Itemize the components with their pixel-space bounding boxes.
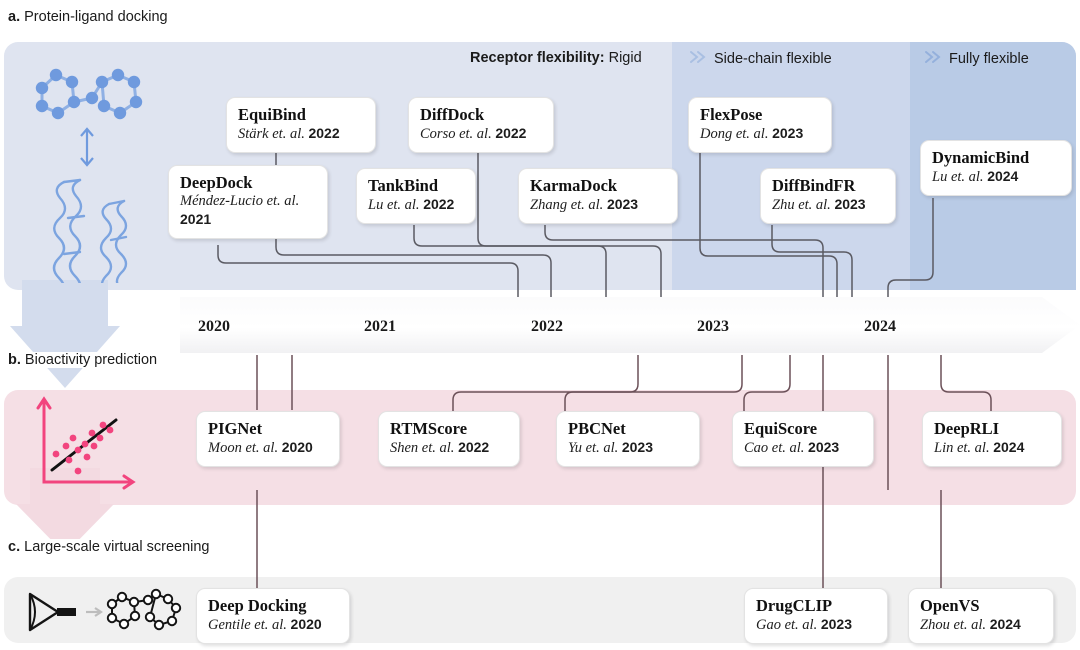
method-name: DiffBindFR [772,176,856,195]
section-tag-b: b. [8,352,21,368]
method-card-pignet[interactable]: PIGNet Moon et. al. 2020 [196,411,340,468]
method-authors: Gao et. al. 2023 [756,616,852,634]
method-card-pbcnet[interactable]: PBCNet Yu et. al. 2023 [556,411,700,468]
method-name: RTMScore [390,419,468,438]
method-name: EquiBind [238,105,306,124]
method-card-deep-docking[interactable]: Deep Docking Gentile et. al. 2020 [196,588,350,645]
method-name: DrugCLIP [756,596,833,615]
method-authors: Zhang et. al. 2023 [530,196,639,214]
method-card-openvs[interactable]: OpenVS Zhou et. al. 2024 [908,588,1054,645]
year-2023: 2023 [697,318,729,335]
method-authors: Yu et. al. 2023 [568,439,654,457]
method-authors: Zhu et. al. 2023 [772,196,866,214]
method-authors: Stärk et. al. 2022 [238,125,340,143]
method-card-rtmscore[interactable]: RTMScore Shen et. al. 2022 [378,411,520,468]
timeline-arrow [180,297,1080,353]
method-name: OpenVS [920,596,980,615]
method-card-deepdock[interactable]: DeepDock Méndez-Lucio et. al. 2021 [168,165,328,239]
receptor-flexibility-label: Receptor flexibility: [470,50,605,66]
flexibility-level-side-chain: Side-chain flexible [714,51,832,67]
method-card-diffdock[interactable]: DiffDock Corso et. al. 2022 [408,97,554,154]
section-label-c: c. Large-scale virtual screening [8,539,214,555]
section-title-c: Large-scale virtual screening [24,539,210,555]
method-card-equibind[interactable]: EquiBind Stärk et. al. 2022 [226,97,376,154]
method-card-karmadock[interactable]: KarmaDock Zhang et. al. 2023 [518,168,678,225]
chevron-double-right-icon-2 [925,51,941,63]
panel-bioactivity-prediction [4,390,1076,505]
method-name: EquiScore [744,419,818,438]
method-name: FlexPose [700,105,763,124]
method-name: Deep Docking [208,596,307,615]
year-2022: 2022 [531,318,563,335]
method-card-tankbind[interactable]: TankBind Lu et. al. 2022 [356,168,476,225]
method-name: PBCNet [568,419,626,438]
section-tag-c: c. [8,539,21,555]
method-authors: Zhou et. al. 2024 [920,616,1021,634]
method-authors: Dong et. al. 2023 [700,125,804,143]
method-name: KarmaDock [530,176,618,195]
method-card-equiscore[interactable]: EquiScore Cao et. al. 2023 [732,411,874,468]
method-card-diffbindfr[interactable]: DiffBindFR Zhu et. al. 2023 [760,168,896,225]
scatter-plot-icon [36,396,136,490]
flexibility-level-fully: Fully flexible [949,51,1029,67]
ligand-protein-icon [35,68,143,283]
receptor-flexibility-fully: Fully flexible [923,50,1029,67]
method-name: PIGNet [208,419,263,438]
flow-arrow-a-to-b [10,280,120,388]
method-authors: Moon et. al. 2020 [208,439,313,457]
section-title-a: Protein-ligand docking [24,9,168,25]
year-2024: 2024 [864,318,896,335]
section-label-a: a. Protein-ligand docking [8,9,172,25]
method-card-drugclip[interactable]: DrugCLIP Gao et. al. 2023 [744,588,888,645]
flexibility-level-rigid: Rigid [608,50,642,66]
method-authors: Corso et. al. 2022 [420,125,527,143]
section-tag-a: a. [8,9,21,25]
method-authors: Gentile et. al. 2020 [208,616,322,634]
year-2020: 2020 [198,318,230,335]
method-card-flexpose[interactable]: FlexPose Dong et. al. 2023 [688,97,832,154]
method-name: DiffDock [420,105,485,124]
year-2021: 2021 [364,318,396,335]
method-name: DeepRLI [934,419,1000,438]
method-authors: Shen et. al. 2022 [390,439,490,457]
section-title-b: Bioactivity prediction [24,352,158,368]
funnel-molecule-icon [28,588,182,632]
band-side-chain-flexible [672,42,910,290]
method-card-deeprli[interactable]: DeepRLI Lin et. al. 2024 [922,411,1062,468]
method-name: DynamicBind [932,148,1030,167]
method-card-dynamicbind[interactable]: DynamicBind Lu et. al. 2024 [920,140,1072,197]
method-name: TankBind [368,176,439,195]
chevron-double-right-icon [690,51,706,63]
section-label-b: b. Bioactivity prediction [8,352,162,368]
method-authors: Cao et. al. 2023 [744,439,840,457]
method-authors: Méndez-Lucio et. al. 2021 [180,193,300,228]
method-name: DeepDock [180,173,253,192]
method-authors: Lu et. al. 2022 [368,196,455,214]
receptor-flexibility-rigid: Receptor flexibility: Rigid [470,50,642,66]
receptor-flexibility-side-chain: Side-chain flexible [688,50,832,67]
panel-virtual-screening [4,577,1076,643]
flow-arrow-b-to-c [16,468,114,554]
method-authors: Lin et. al. 2024 [934,439,1025,457]
method-authors: Lu et. al. 2024 [932,168,1019,186]
